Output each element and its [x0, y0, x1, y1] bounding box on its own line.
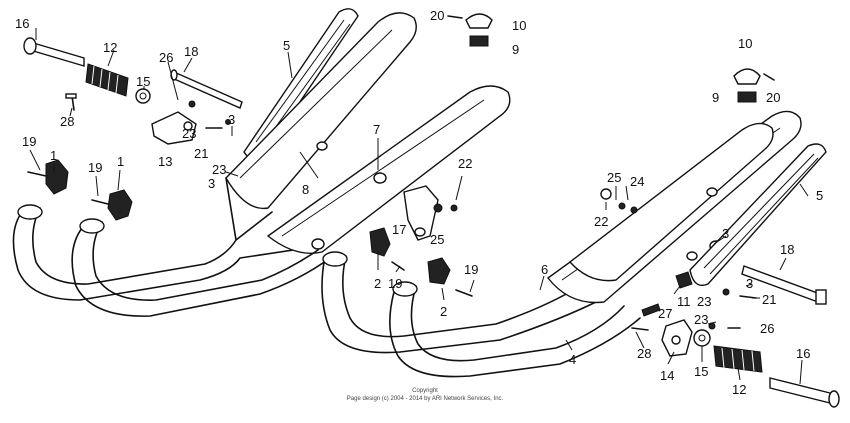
- callout-27: 27: [658, 306, 672, 321]
- left-header-pipe-lower: [71, 218, 331, 317]
- callout-5: 5: [283, 38, 290, 53]
- callout-19: 19: [22, 134, 36, 149]
- callout-15: 15: [136, 74, 150, 89]
- callout-18: 18: [780, 242, 794, 257]
- center-clamp-2b: [427, 257, 473, 297]
- center-clamp-2a: [369, 227, 405, 271]
- callout-10: 10: [738, 36, 752, 51]
- left-washer-15: [135, 88, 151, 104]
- callout-3: 3: [208, 176, 215, 191]
- callout-22: 22: [458, 156, 472, 171]
- callout-18: 18: [184, 44, 198, 59]
- right-cap-10-9: [733, 68, 775, 103]
- right-bolt-18: [741, 265, 827, 305]
- callout-24: 24: [630, 174, 644, 189]
- callout-9: 9: [712, 90, 719, 105]
- callout-15: 15: [694, 364, 708, 379]
- callout-19: 19: [388, 276, 402, 291]
- callout-26: 26: [159, 50, 173, 65]
- callout-23: 23: [212, 162, 226, 177]
- left-bolt-28: [65, 93, 77, 111]
- callout-28: 28: [637, 346, 651, 361]
- callout-26: 26: [760, 321, 774, 336]
- callout-1: 1: [117, 154, 124, 169]
- callout-4: 4: [569, 352, 576, 367]
- callout-12: 12: [103, 40, 117, 55]
- left-header-pipe-upper: [12, 177, 321, 301]
- callout-3: 3: [722, 226, 729, 241]
- callout-16: 16: [15, 16, 29, 31]
- left-footpeg-rubber-12: [85, 63, 129, 97]
- left-muffler-upper: [225, 8, 417, 210]
- callout-8: 8: [302, 182, 309, 197]
- left-muffler-lower: [266, 85, 511, 254]
- callout-25: 25: [430, 232, 444, 247]
- right-muffler-upper: [568, 122, 774, 282]
- callout-3: 3: [228, 112, 235, 127]
- copyright-line-2: Page design (c) 2004 - 2014 by ARI Netwo…: [347, 396, 504, 402]
- right-header-pipe-lower: [389, 281, 641, 378]
- center-bracket-17: [403, 185, 458, 241]
- callout-6: 6: [541, 262, 548, 277]
- callout-1: 1: [50, 148, 57, 163]
- callout-23: 23: [182, 126, 196, 141]
- callout-23: 23: [697, 294, 711, 309]
- callout-20: 20: [766, 90, 780, 105]
- left-clamp-1a: [27, 159, 69, 195]
- callout-14: 14: [660, 368, 674, 383]
- callout-21: 21: [762, 292, 776, 307]
- callout-7: 7: [373, 122, 380, 137]
- callout-22: 22: [594, 214, 608, 229]
- callout-9: 9: [512, 42, 519, 57]
- callout-28: 28: [60, 114, 74, 129]
- right-header-pipe-upper: [321, 251, 601, 354]
- callout-19: 19: [88, 160, 102, 175]
- callout-21: 21: [194, 146, 208, 161]
- right-parts-23-26: [708, 322, 741, 330]
- left-clamp-1b: [91, 189, 133, 221]
- callout-23: 23: [694, 312, 708, 327]
- callout-17: 17: [392, 222, 406, 237]
- right-heat-shield-5: [689, 143, 827, 287]
- callout-16: 16: [796, 346, 810, 361]
- left-bolt-18: [170, 69, 243, 109]
- copyright-line-1: Copyright: [412, 388, 438, 394]
- left-bolt-21: [205, 119, 231, 129]
- right-washer-15: [693, 329, 711, 347]
- callout-5: 5: [816, 188, 823, 203]
- center-cap-10-9: [447, 13, 493, 47]
- callout-12: 12: [732, 382, 746, 397]
- right-bracket-14: [631, 303, 693, 357]
- callout-13: 13: [158, 154, 172, 169]
- callout-3: 3: [746, 276, 753, 291]
- right-footpeg-16: [769, 377, 840, 408]
- left-footpeg-16: [23, 37, 85, 67]
- callout-2: 2: [440, 304, 447, 319]
- callout-20: 20: [430, 8, 444, 23]
- callout-25: 25: [607, 170, 621, 185]
- callout-11: 11: [677, 294, 691, 309]
- left-bracket-13: [151, 100, 197, 145]
- callout-2: 2: [374, 276, 381, 291]
- leader-lines: [29, 28, 809, 385]
- right-washers-25-24-22: [600, 188, 638, 214]
- callout-10: 10: [512, 18, 526, 33]
- callout-19: 19: [464, 262, 478, 277]
- right-footpeg-rubber-12: [713, 345, 763, 373]
